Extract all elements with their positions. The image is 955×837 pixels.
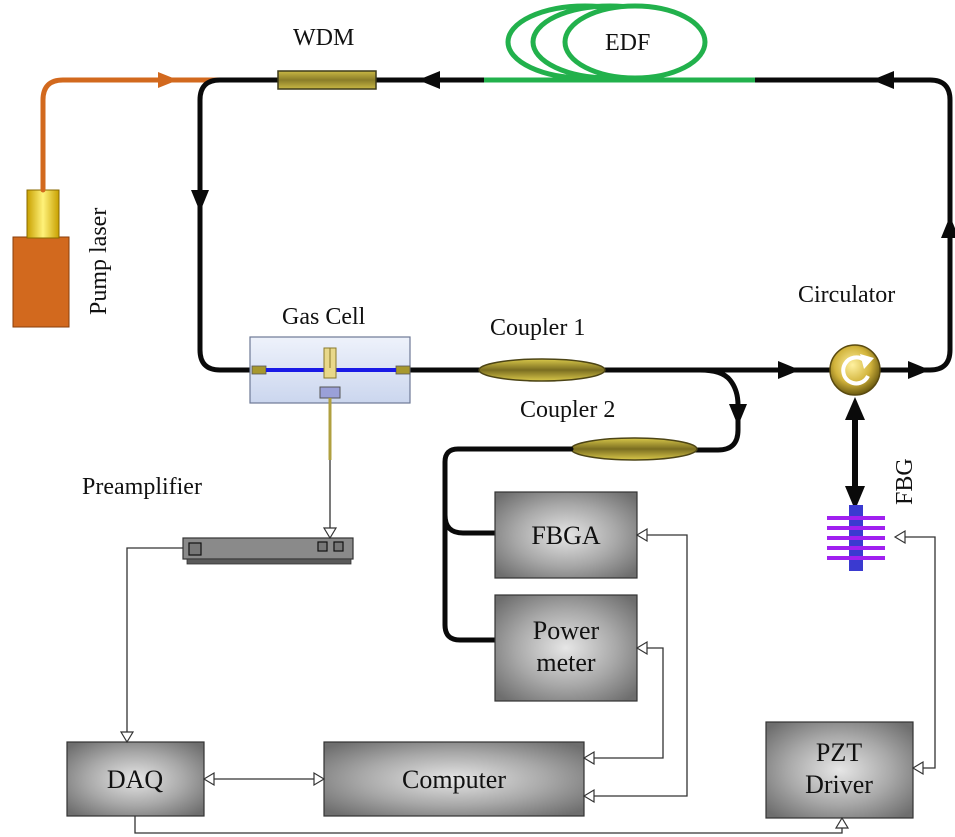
gas-cell	[249, 336, 411, 404]
coupler1-label: Coupler 1	[490, 315, 585, 341]
wire-daq-computer-arrow-left	[202, 771, 215, 787]
ring-arrow-right-up	[941, 216, 955, 238]
wire-daq-pzt	[134, 816, 843, 834]
preamplifier	[182, 537, 354, 565]
coupler2-output-fiber	[442, 446, 574, 643]
preamplifier-label: Preamplifier	[82, 474, 202, 500]
circulator-fbg-arrow-up	[845, 397, 865, 420]
circulator-label: Circulator	[798, 282, 895, 308]
computer-label: Computer	[402, 765, 506, 794]
pump-laser-body	[12, 236, 70, 328]
pump-laser-label: Pump laser	[86, 208, 112, 315]
coupler2-label: Coupler 2	[520, 397, 615, 423]
gas-cell-microphone	[319, 386, 341, 399]
wire-computer-power-arrow	[582, 750, 595, 766]
coupler2-fbga-fiber	[442, 512, 498, 536]
fbga-label: FBGA	[531, 521, 601, 550]
wdm	[277, 70, 377, 90]
ring-arrow-top-left	[418, 71, 440, 89]
pump-fiber-arrow	[158, 72, 178, 88]
daq-block: DAQ	[66, 741, 205, 817]
daq-label: DAQ	[107, 765, 164, 794]
gas-cell-label: Gas Cell	[282, 304, 366, 330]
power-meter-block: Power meter	[494, 594, 638, 702]
fbg	[827, 505, 885, 571]
ring-fiber-left	[197, 77, 283, 373]
pump-laser	[12, 189, 70, 328]
wire-computer-fbga-arrow-out	[635, 527, 648, 543]
wire-powermeter-computer	[594, 647, 664, 759]
ring-arrow-bottom	[778, 361, 800, 379]
computer-block: Computer	[323, 741, 585, 817]
circulator-rotation-icon	[841, 355, 870, 386]
power-meter-label-line1: Power	[533, 616, 600, 645]
coupler2	[570, 437, 698, 461]
edf-label: EDF	[605, 30, 650, 56]
wire-gascell-preamp-arrow	[322, 527, 338, 540]
wire-daq-computer-arrow-right	[313, 771, 326, 787]
wire-preamp-daq-arrow	[119, 731, 135, 744]
ring-arrow-top-right	[872, 71, 894, 89]
circulator-fbg-arrow-down	[845, 486, 865, 510]
wire-computer-fbga-arrow-in	[582, 788, 595, 804]
wdm-label: WDM	[293, 25, 354, 51]
wire-preamp-daq	[126, 547, 183, 732]
ring-arrow-after-circulator	[908, 361, 930, 379]
ring-arrow-left-down	[191, 190, 209, 212]
wire-powermeter-arrow	[635, 640, 648, 656]
wire-daq-pzt-arrow	[834, 816, 850, 829]
pzt-label-line1: PZT	[816, 738, 862, 767]
wire-fbg-arrow	[893, 529, 906, 545]
wire-pzt-arrow	[911, 760, 924, 776]
pzt-driver-block: PZT Driver	[765, 721, 914, 819]
coupler1	[478, 358, 606, 382]
wire-computer-fbga	[594, 534, 688, 797]
pump-fiber	[40, 77, 283, 193]
coupler1-branch-arrow	[729, 404, 747, 426]
pump-laser-head	[26, 189, 60, 239]
wire-pzt-fbg	[905, 536, 936, 769]
power-meter-label-line2: meter	[536, 648, 596, 677]
fbga-block: FBGA	[494, 491, 638, 579]
ring-fiber-right	[752, 77, 953, 373]
coupler1-branch	[687, 367, 741, 453]
circulator	[829, 344, 881, 396]
edf-coil	[484, 3, 755, 83]
fbg-label: FBG	[892, 458, 918, 505]
pzt-label-line2: Driver	[805, 770, 873, 799]
